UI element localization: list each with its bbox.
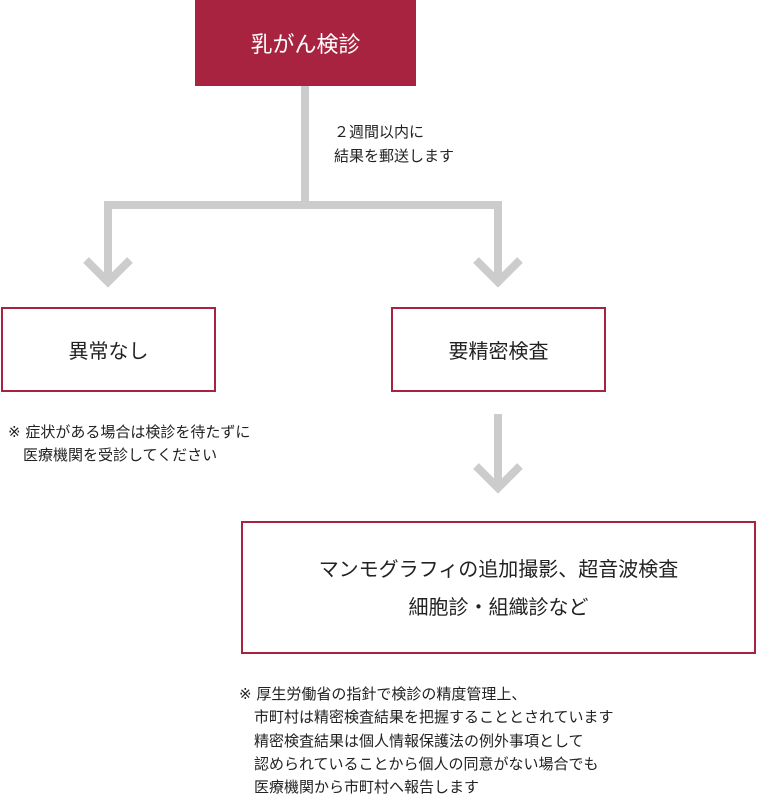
- result-mail-note-line: ２週間以内に: [334, 123, 425, 141]
- arrow-down-icon: [473, 463, 523, 494]
- detailed-exam-line: 細胞診・組織診など: [408, 594, 589, 619]
- result-mail-note: ２週間以内に 結果を郵送します: [334, 120, 454, 168]
- detailed-exam-box: マンモグラフィの追加撮影、超音波検査 細胞診・組織診など: [241, 521, 756, 654]
- detailed-exam-note-line: 市町村は精密検査結果を把握することとされています: [239, 708, 614, 727]
- breast-cancer-screening-label: 乳がん検診: [250, 33, 361, 58]
- arrow-down-icon: [473, 257, 523, 288]
- breast-cancer-screening-box: 乳がん検診: [195, 0, 416, 86]
- result-detail-label: 要精密検査: [448, 339, 549, 363]
- result-normal-box: 異常なし: [1, 307, 216, 392]
- result-normal-label: 異常なし: [68, 339, 149, 363]
- detailed-exam-line: マンモグラフィの追加撮影、超音波検査: [318, 556, 679, 581]
- detailed-exam-note-line: ※ 厚生労働省の指針で検診の精度管理上、: [239, 685, 527, 703]
- normal-result-note: ※ 症状がある場合は検診を待たずに 医療機関を受診してください: [8, 421, 250, 468]
- normal-result-note-line: ※ 症状がある場合は検診を待たずに: [8, 423, 251, 441]
- result-detail-box: 要精密検査: [391, 307, 606, 392]
- detailed-exam-note-line: 精密検査結果は個人情報保護法の例外事項として: [239, 731, 584, 750]
- detailed-exam-note-line: 医療機関から市町村へ報告します: [239, 778, 480, 796]
- arrow-down-icon: [83, 257, 133, 288]
- detailed-exam-note: ※ 厚生労働省の指針で検診の精度管理上、 市町村は精密検査結果を把握することとさ…: [239, 683, 614, 799]
- detailed-exam-note-line: 認められていることから個人の同意がない場合でも: [239, 754, 599, 773]
- normal-result-note-line: 医療機関を受診してください: [8, 446, 218, 465]
- result-mail-note-line: 結果を郵送します: [334, 147, 455, 165]
